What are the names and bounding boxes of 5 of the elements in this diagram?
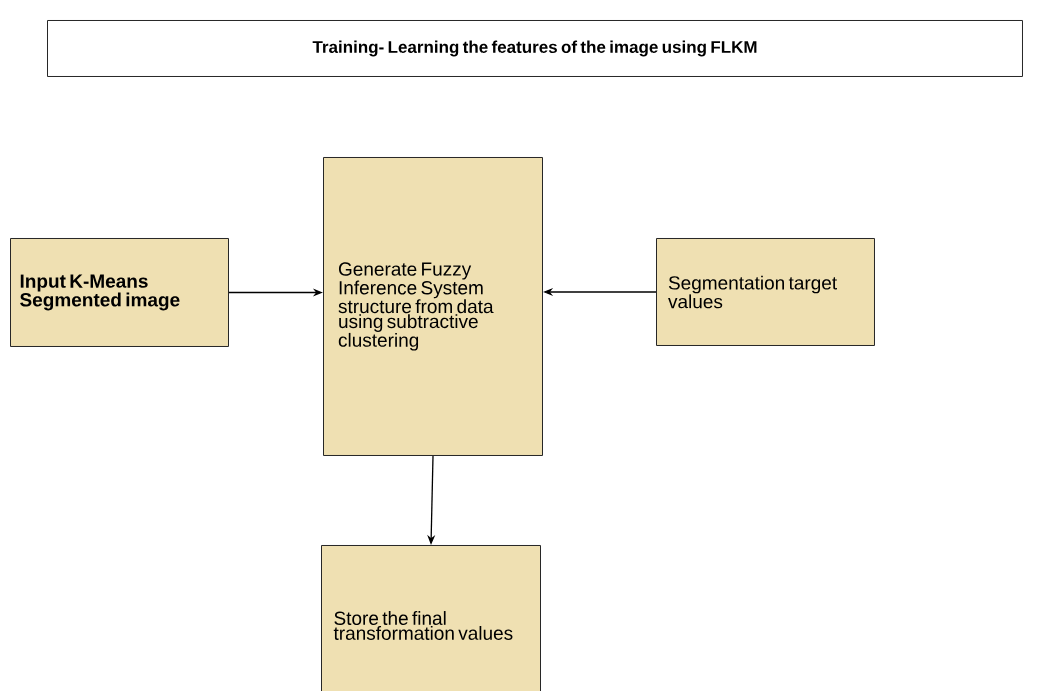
input-box: Input K-Means Segmented image — [10, 238, 229, 347]
output-box: Store the final transformation values — [321, 545, 541, 691]
input-box: Segmentation target values — [656, 238, 875, 346]
title-box: Training- Learning the features of the image using FLKM — [47, 20, 1023, 77]
process-box: Generate Fuzzy Inference System structure from data using subtractive clustering — [323, 157, 543, 456]
